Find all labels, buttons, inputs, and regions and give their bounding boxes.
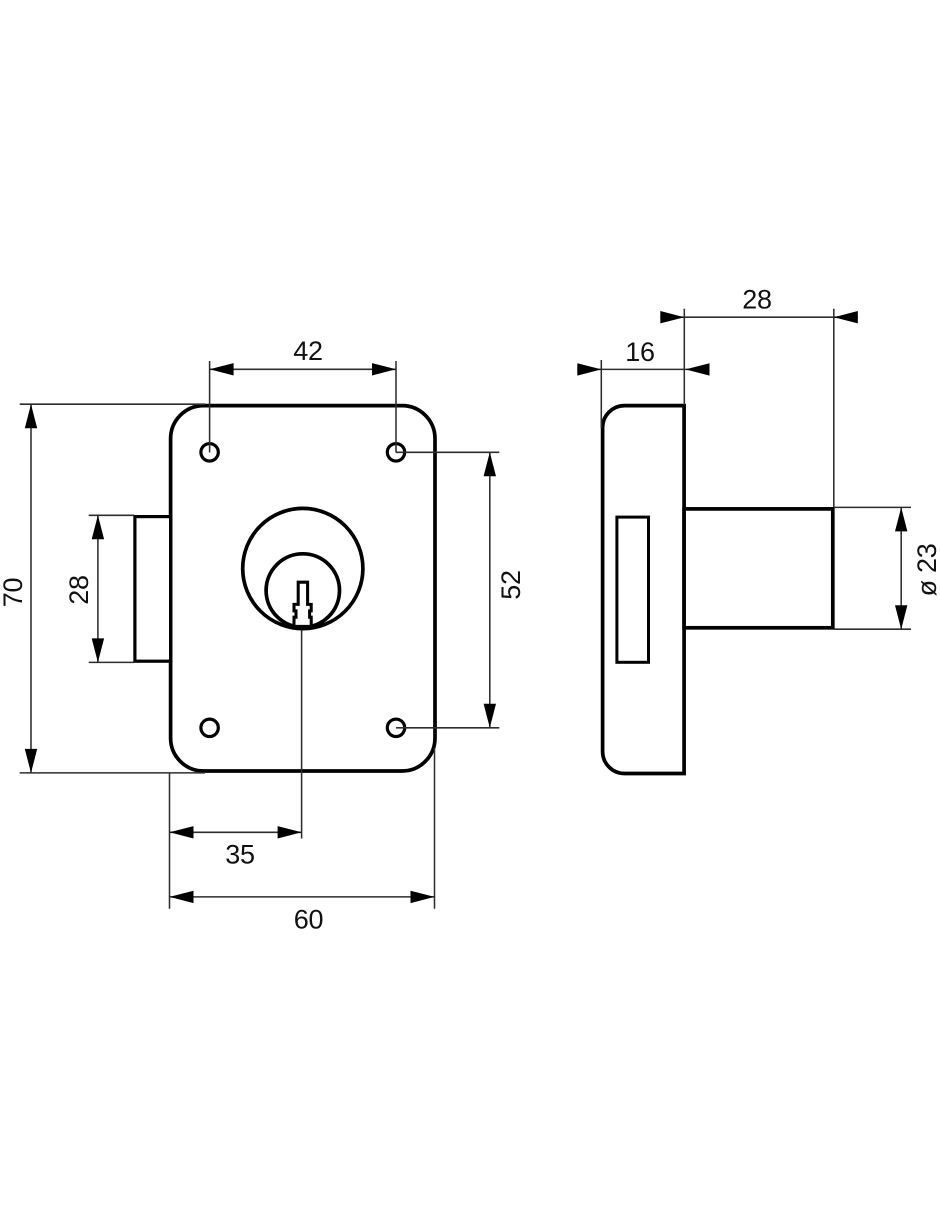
- svg-text:42: 42: [293, 336, 322, 366]
- svg-text:28: 28: [742, 285, 771, 315]
- svg-text:60: 60: [294, 905, 323, 935]
- svg-text:16: 16: [625, 337, 654, 367]
- svg-text:ø 23: ø 23: [912, 544, 940, 597]
- svg-text:28: 28: [64, 575, 94, 604]
- svg-text:35: 35: [225, 840, 254, 870]
- svg-text:52: 52: [496, 570, 526, 599]
- svg-text:70: 70: [0, 578, 28, 607]
